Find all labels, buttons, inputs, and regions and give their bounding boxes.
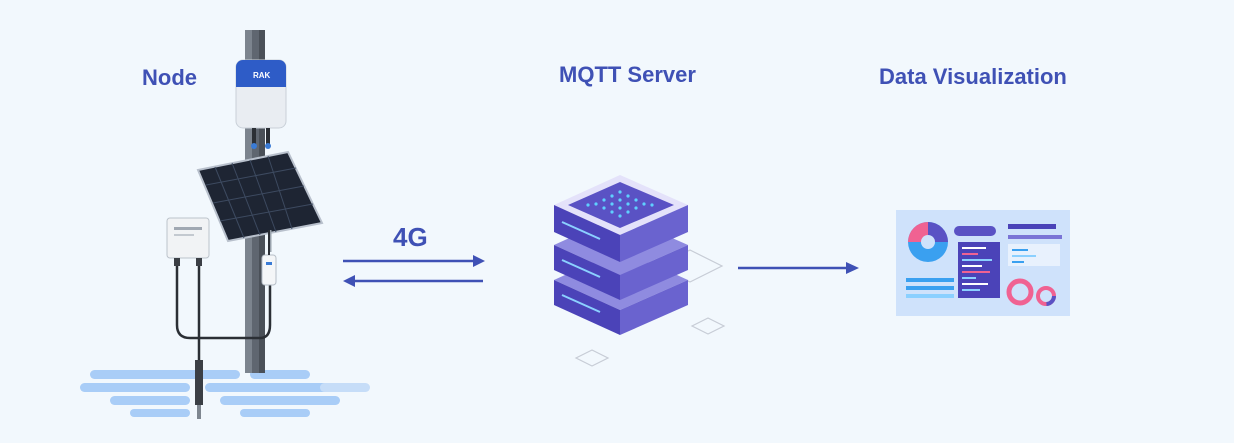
dashboard-icon <box>896 210 1070 316</box>
server-stack-icon <box>554 175 726 367</box>
4g-link-label: 4G <box>393 222 428 252</box>
water-icon <box>80 370 370 417</box>
ring-chart-icon <box>1006 278 1056 306</box>
rak-logo: RAK <box>253 71 271 80</box>
sensor-box-icon <box>166 217 272 360</box>
downlink-arrow-icon <box>343 275 483 287</box>
node-illustration: RAK <box>80 30 370 419</box>
data-visualization-label: Data Visualization <box>879 64 1067 89</box>
mqtt-server-label: MQTT Server <box>559 62 696 87</box>
output-arrow-icon <box>738 262 859 274</box>
water-probe-icon <box>195 360 203 419</box>
sensor-module-icon <box>261 230 277 286</box>
node-label: Node <box>142 65 197 90</box>
4g-arrows <box>343 255 485 287</box>
pie-chart-icon <box>908 222 948 262</box>
gateway-device-icon: RAK <box>235 59 287 149</box>
uplink-arrow-icon <box>343 255 485 267</box>
solar-panel-icon <box>196 150 324 252</box>
server-layer-top <box>554 175 688 262</box>
code-panel-icon <box>958 242 1000 298</box>
